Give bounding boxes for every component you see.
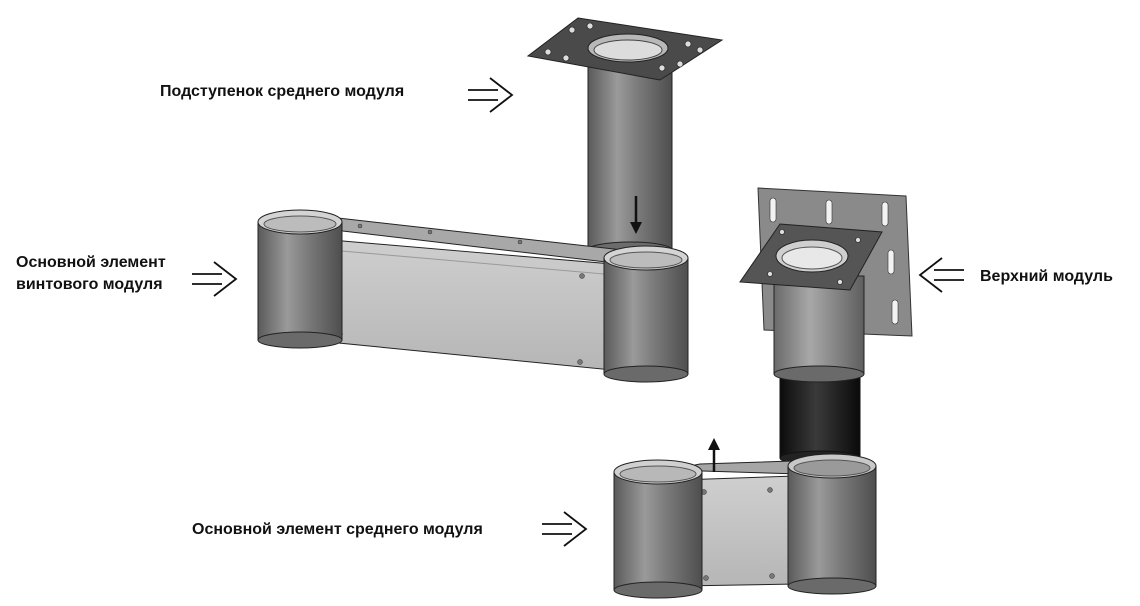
riser-flange-opening-inner <box>593 39 663 61</box>
pointer-arrow-upper <box>918 257 964 293</box>
screw-right-tube <box>603 257 689 375</box>
middle-left-tube <box>613 471 703 591</box>
upper-flange-holes <box>767 229 861 285</box>
label-upper-text: Верхний модуль <box>980 268 1113 285</box>
label-riser-middle-module: Подступенок среднего модуля <box>160 81 404 103</box>
screw-right-tube-bottom <box>603 365 689 383</box>
label-riser-text: Подступенок среднего модуля <box>160 83 405 100</box>
riser-part <box>526 17 724 259</box>
middle-right-tube <box>787 465 877 587</box>
middle-module-main-element <box>613 438 877 599</box>
upper-black-tube <box>779 371 861 459</box>
label-middle-module-main-element: Основной элемент среднего модуля <box>192 519 483 541</box>
upper-wall-plate-slots <box>769 197 899 325</box>
riser-flange-holes <box>544 22 704 72</box>
up-arrow <box>708 438 720 472</box>
riser-tube <box>587 49 673 251</box>
upper-module <box>739 187 913 466</box>
screw-module-main-element <box>257 209 689 383</box>
down-arrow <box>630 196 642 234</box>
label-screw-line1: Основной элемент <box>16 254 166 271</box>
upper-grey-tube <box>773 275 865 375</box>
label-middle-text: Основной элемент среднего модуля <box>192 521 483 538</box>
pointer-arrow-middle <box>542 511 588 547</box>
pointer-arrow-screw <box>192 261 238 297</box>
screw-left-tube-bottom <box>257 331 343 349</box>
label-upper-module: Верхний модуль <box>980 266 1113 288</box>
screw-left-tube <box>257 221 343 341</box>
pointer-arrow-riser <box>468 77 514 113</box>
label-screw-module-main-element: Основной элемент винтового модуля <box>16 252 166 296</box>
middle-panel-bolts <box>701 487 775 581</box>
label-screw-line2: винтового модуля <box>16 276 163 293</box>
